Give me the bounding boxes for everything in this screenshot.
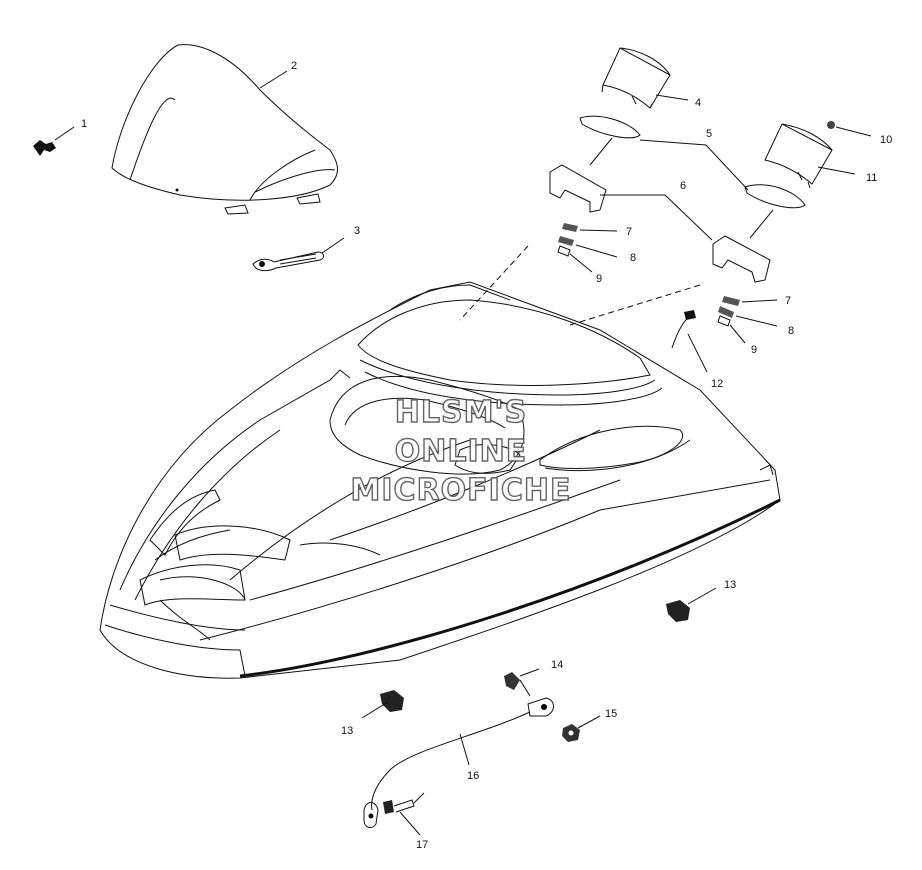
part-5-gasket-icon	[579, 115, 806, 239]
callout-7a: 7	[626, 226, 632, 238]
svg-text:MICROFICHE: MICROFICHE	[351, 473, 572, 508]
part-3-strap-icon	[252, 237, 345, 272]
callout-14: 14	[551, 659, 563, 671]
part-6-bezel-icon	[549, 164, 771, 283]
part-16-tether-cable-icon	[363, 697, 554, 828]
callout-1: 1	[81, 118, 87, 130]
callout-8a: 8	[630, 252, 636, 264]
alignment-line-right	[569, 284, 701, 326]
part-15-nut-icon	[562, 715, 601, 742]
part-4-gauge-cap-icon	[601, 47, 689, 109]
callout-15: 15	[605, 708, 617, 720]
callout-17: 17	[416, 839, 428, 851]
callout-11: 11	[866, 172, 877, 184]
callout-7b: 7	[785, 295, 791, 307]
callout-16: 16	[467, 770, 479, 782]
part-11-gauge-cap-icon	[764, 123, 856, 189]
part-1-rivet-icon	[33, 126, 75, 156]
callout-6: 6	[680, 180, 686, 192]
callout-13a: 13	[724, 579, 736, 591]
part-13-nut-icon	[361, 587, 717, 719]
svg-text:HLSM'S: HLSM'S	[395, 395, 527, 430]
part-17-rivet-icon	[383, 792, 425, 836]
callout-10: 10	[880, 134, 892, 146]
watermark: HLSM'S ONLINE MICROFICHE	[350, 394, 572, 508]
callout-2: 2	[291, 60, 297, 72]
parts-7-8-9-right-hardware-icon	[717, 296, 778, 344]
part-10-screw-icon	[827, 121, 872, 137]
callout-5: 5	[706, 128, 712, 140]
alignment-line-left	[459, 245, 529, 321]
part-14-bolt-icon	[504, 668, 540, 697]
callout-3: 3	[354, 225, 360, 237]
callout-labels: 1 2 3 4 5 6 7 8 9 10 11 7 8 9 12 13 14 1…	[81, 60, 892, 851]
svg-text:ONLINE: ONLINE	[395, 434, 528, 469]
callout-12: 12	[711, 378, 723, 390]
part-12-wire-clip-icon	[671, 310, 708, 373]
callout-9b: 9	[751, 344, 757, 356]
callout-4: 4	[695, 97, 701, 109]
callout-13b: 13	[341, 725, 353, 737]
callout-8b: 8	[788, 325, 794, 337]
part-2-windshield-icon	[111, 44, 338, 215]
parts-7-8-9-left-hardware-icon	[557, 223, 618, 273]
callout-9a: 9	[596, 273, 602, 285]
hood-assembly	[99, 281, 781, 679]
